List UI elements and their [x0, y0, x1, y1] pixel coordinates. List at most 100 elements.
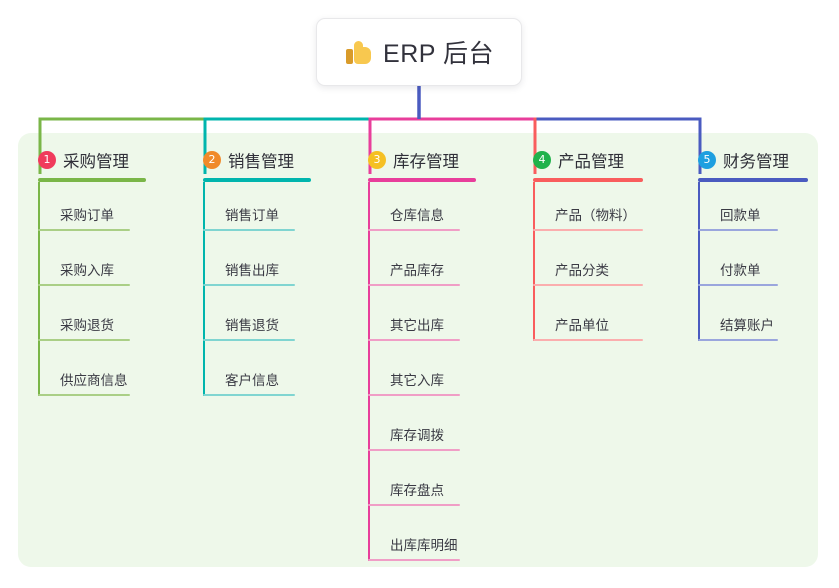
leaf-spine-5: [698, 182, 700, 341]
leaf-item[interactable]: 其它入库: [368, 347, 476, 402]
branch-column-1: 1 采购管理采购订单采购入库采购退货供应商信息: [38, 148, 146, 402]
thumbs-up-icon: [344, 38, 372, 66]
branch-header-4[interactable]: 4 产品管理: [533, 148, 643, 172]
root-node[interactable]: ERP 后台: [316, 18, 522, 86]
leaf-item[interactable]: 销售退货: [203, 292, 311, 347]
leaf-underline: [698, 338, 778, 341]
leaf-underline: [203, 228, 295, 231]
leaf-underline: [368, 503, 460, 506]
leaf-item[interactable]: 采购订单: [38, 182, 146, 237]
leaf-underline: [533, 283, 643, 286]
leaf-underline: [203, 338, 295, 341]
leaf-item[interactable]: 结算账户: [698, 292, 808, 347]
branch-badge-1: 1: [38, 151, 56, 169]
leaf-item[interactable]: 回款单: [698, 182, 808, 237]
branches-panel: [18, 133, 818, 567]
leaf-label: 采购入库: [60, 263, 114, 278]
leaf-item[interactable]: 产品（物料）: [533, 182, 643, 237]
leaf-label: 供应商信息: [60, 373, 128, 388]
leaf-list-1: 采购订单采购入库采购退货供应商信息: [38, 182, 146, 402]
leaf-underline: [698, 283, 778, 286]
leaf-item[interactable]: 仓库信息: [368, 182, 476, 237]
leaf-underline: [368, 338, 460, 341]
leaf-underline: [203, 393, 295, 396]
branch-header-1[interactable]: 1 采购管理: [38, 148, 146, 172]
leaf-item[interactable]: 产品单位: [533, 292, 643, 347]
leaf-item[interactable]: 采购入库: [38, 237, 146, 292]
leaf-item[interactable]: 供应商信息: [38, 347, 146, 402]
leaf-label: 库存盘点: [390, 483, 444, 498]
branch-label-2: 销售管理: [228, 153, 294, 171]
leaf-underline: [368, 283, 460, 286]
leaf-label: 采购退货: [60, 318, 114, 333]
branch-badge-4: 4: [533, 151, 551, 169]
leaf-list-4: 产品（物料） 产品分类产品单位: [533, 182, 643, 347]
leaf-label: 仓库信息: [390, 208, 444, 223]
leaf-label: 产品分类: [555, 263, 609, 278]
leaf-underline: [533, 228, 643, 231]
leaf-label: 产品（物料）: [555, 208, 636, 223]
leaf-underline: [698, 228, 778, 231]
leaf-item[interactable]: 客户信息: [203, 347, 311, 402]
leaf-underline: [533, 338, 643, 341]
leaf-item[interactable]: 采购退货: [38, 292, 146, 347]
leaf-item[interactable]: 销售出库: [203, 237, 311, 292]
leaf-item[interactable]: 付款单: [698, 237, 808, 292]
leaf-underline: [368, 393, 460, 396]
leaf-list-5: 回款单付款单结算账户: [698, 182, 808, 347]
branch-column-3: 3 库存管理仓库信息产品库存其它出库其它入库库存调拨库存盘点出库库明细: [368, 148, 476, 567]
leaf-item[interactable]: 库存调拨: [368, 402, 476, 457]
branch-underline-4: [533, 178, 643, 182]
leaf-underline: [38, 283, 130, 286]
leaf-item[interactable]: 产品分类: [533, 237, 643, 292]
leaf-label: 产品单位: [555, 318, 609, 333]
leaf-spine-3: [368, 182, 370, 561]
leaf-spine-2: [203, 182, 205, 396]
leaf-list-3: 仓库信息产品库存其它出库其它入库库存调拨库存盘点出库库明细: [368, 182, 476, 567]
leaf-underline: [38, 338, 130, 341]
leaf-label: 其它入库: [390, 373, 444, 388]
root-title: ERP 后台: [383, 40, 494, 68]
branch-column-4: 4 产品管理产品（物料） 产品分类产品单位: [533, 148, 643, 347]
leaf-item[interactable]: 库存盘点: [368, 457, 476, 512]
leaf-label: 其它出库: [390, 318, 444, 333]
leaf-label: 付款单: [720, 263, 761, 278]
branch-badge-5: 5: [698, 151, 716, 169]
leaf-list-2: 销售订单销售出库销售退货客户信息: [203, 182, 311, 402]
branch-label-1: 采购管理: [63, 153, 129, 171]
branch-label-3: 库存管理: [393, 153, 459, 171]
branch-underline-5: [698, 178, 808, 182]
leaf-label: 回款单: [720, 208, 761, 223]
branch-underline-3: [368, 178, 476, 182]
leaf-item[interactable]: 销售订单: [203, 182, 311, 237]
branch-header-3[interactable]: 3 库存管理: [368, 148, 476, 172]
leaf-label: 库存调拨: [390, 428, 444, 443]
leaf-item[interactable]: 产品库存: [368, 237, 476, 292]
leaf-label: 客户信息: [225, 373, 279, 388]
leaf-underline: [368, 558, 460, 561]
branch-label-4: 产品管理: [558, 153, 624, 171]
leaf-underline: [368, 228, 460, 231]
branch-badge-3: 3: [368, 151, 386, 169]
leaf-spine-4: [533, 182, 535, 341]
leaf-spine-1: [38, 182, 40, 396]
leaf-label: 销售出库: [225, 263, 279, 278]
branch-column-2: 2 销售管理销售订单销售出库销售退货客户信息: [203, 148, 311, 402]
branch-underline-1: [38, 178, 146, 182]
branch-header-2[interactable]: 2 销售管理: [203, 148, 311, 172]
leaf-item[interactable]: 其它出库: [368, 292, 476, 347]
branch-badge-2: 2: [203, 151, 221, 169]
leaf-label: 出库库明细: [390, 538, 458, 553]
leaf-label: 采购订单: [60, 208, 114, 223]
branch-underline-2: [203, 178, 311, 182]
leaf-item[interactable]: 出库库明细: [368, 512, 476, 567]
leaf-label: 销售订单: [225, 208, 279, 223]
leaf-underline: [38, 228, 130, 231]
leaf-label: 销售退货: [225, 318, 279, 333]
leaf-label: 产品库存: [390, 263, 444, 278]
leaf-label: 结算账户: [720, 318, 774, 333]
leaf-underline: [38, 393, 130, 396]
